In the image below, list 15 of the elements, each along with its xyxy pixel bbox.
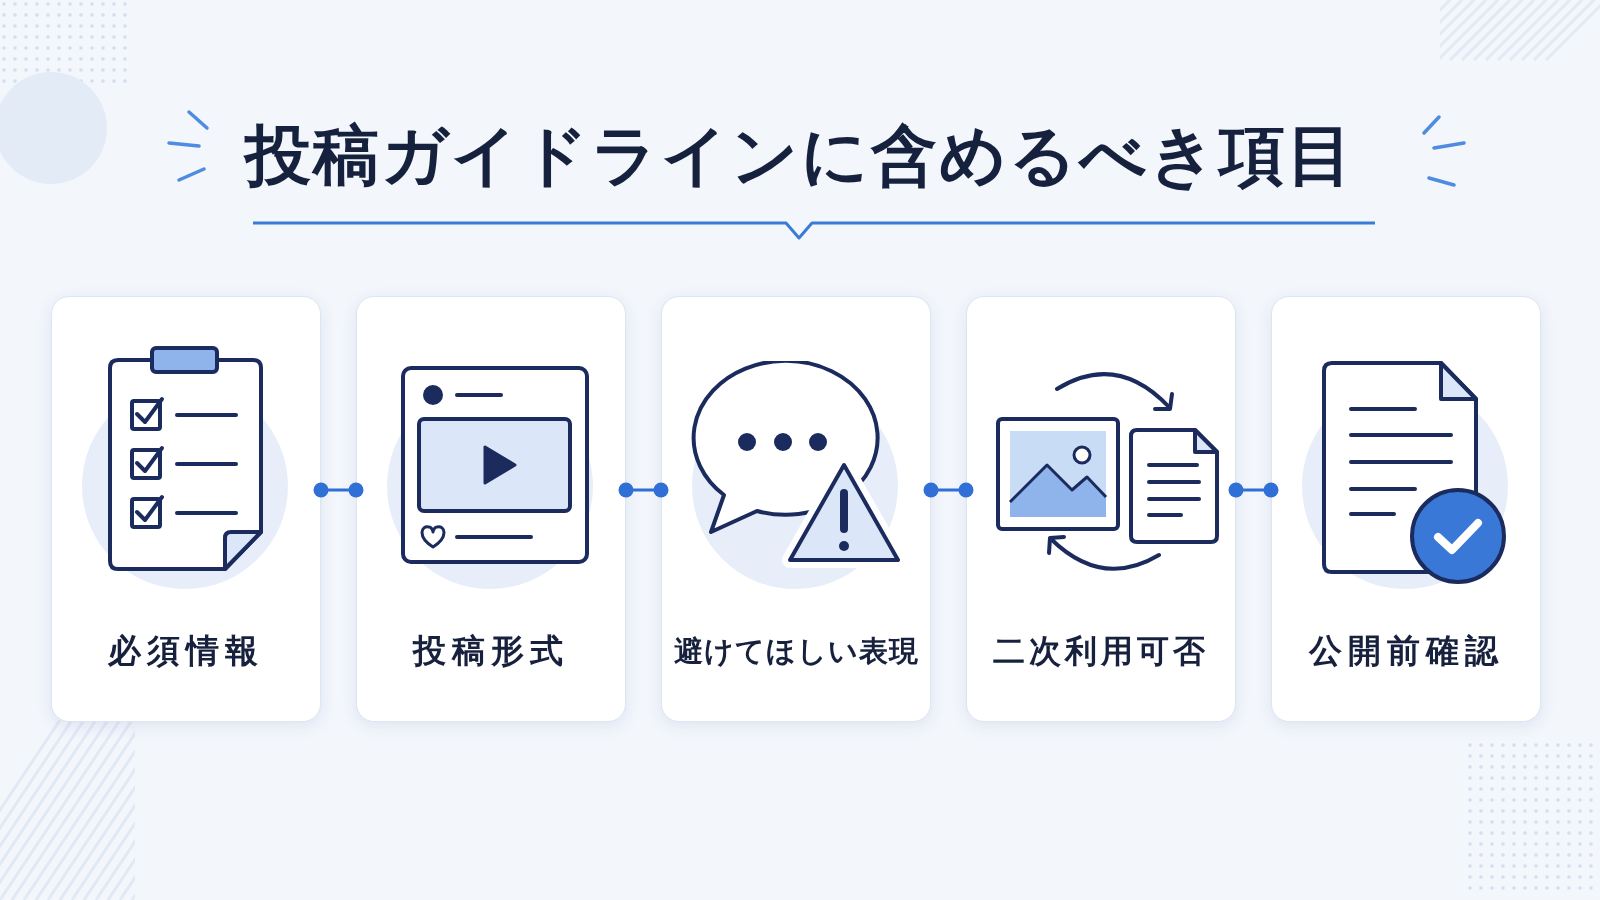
card [356, 296, 626, 722]
title: 投稿ガイドラインに含めるべき項目 [245, 116, 1355, 196]
card-label: 投稿形式 [413, 631, 569, 671]
card [966, 296, 1236, 722]
card-label: 二次利用可否 [993, 631, 1209, 671]
card-label: 必須情報 [108, 631, 264, 671]
card [51, 296, 321, 722]
connector [1228, 482, 1279, 498]
card-label: 公開前確認 [1308, 631, 1504, 671]
card [661, 296, 931, 722]
card-label: 避けてほしい表現 [673, 633, 919, 670]
connector [923, 482, 974, 498]
card [1271, 296, 1541, 722]
connector [313, 482, 364, 498]
connector [618, 482, 669, 498]
